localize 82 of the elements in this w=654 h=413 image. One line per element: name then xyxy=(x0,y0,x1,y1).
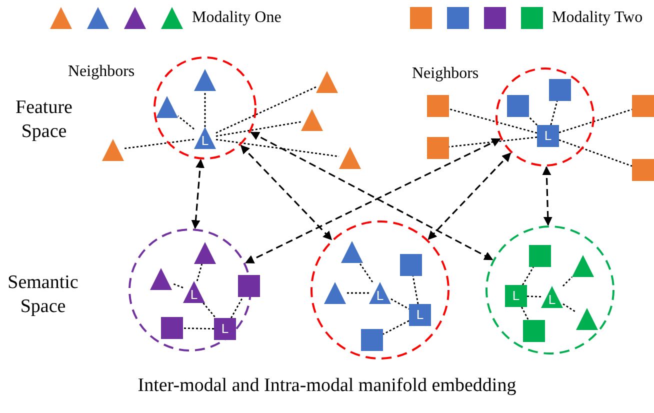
neighbor-link xyxy=(216,138,340,158)
triangle-marker xyxy=(194,69,216,91)
neighborhood-circle xyxy=(310,220,450,360)
neighbor-link xyxy=(178,115,194,130)
triangle-marker xyxy=(150,268,172,290)
square-marker xyxy=(549,79,571,101)
space-label: Feature Space xyxy=(14,96,74,144)
neighbor-link xyxy=(558,139,632,167)
triangle-marker xyxy=(156,96,178,118)
legend-label: Modality Two xyxy=(552,8,643,27)
triangle-marker xyxy=(576,308,598,330)
double-arrow xyxy=(191,158,205,230)
square-marker xyxy=(523,320,545,342)
neighbor-link xyxy=(562,303,576,313)
neighbor-link xyxy=(562,276,572,286)
neighbor-link xyxy=(448,136,538,148)
square-marker xyxy=(632,95,654,117)
neighbor-link xyxy=(124,138,194,150)
anchor-label: L xyxy=(511,289,521,303)
neighbor-link xyxy=(358,262,374,282)
triangle-marker xyxy=(194,242,216,264)
neighbor-link xyxy=(526,296,542,298)
square-marker xyxy=(361,329,383,351)
neighbor-link xyxy=(528,116,538,126)
neighbor-link xyxy=(558,108,632,134)
caption: Inter-modal and Intra-modal manifold embedding xyxy=(136,376,518,395)
triangle-marker xyxy=(324,282,346,304)
triangle-marker xyxy=(369,282,391,304)
neighbor-link xyxy=(202,302,216,318)
neighbor-link xyxy=(216,121,302,137)
square-marker xyxy=(427,95,449,117)
neighbor-link xyxy=(230,296,244,318)
anchor-label: L xyxy=(189,288,199,302)
square-marker xyxy=(400,254,422,276)
neighborhood-circle xyxy=(485,225,615,355)
triangle-marker xyxy=(183,281,205,303)
anchor-label: L xyxy=(543,129,553,143)
double-arrow xyxy=(542,166,552,226)
neighbor-link xyxy=(346,292,369,294)
neighbor-link xyxy=(521,306,529,320)
square-marker xyxy=(632,159,654,181)
neighbor-link xyxy=(172,282,184,288)
anchor-label: L xyxy=(375,289,385,303)
legend-label: Modality One xyxy=(192,8,282,27)
neighbor-link xyxy=(522,266,534,286)
neighbor-link xyxy=(448,108,538,134)
double-arrow xyxy=(240,144,332,240)
square-marker xyxy=(427,137,449,159)
double-arrow xyxy=(428,152,512,240)
neighbor-link xyxy=(390,298,410,310)
anchor-label: L xyxy=(200,134,210,148)
square-marker xyxy=(529,245,551,267)
triangle-marker xyxy=(572,255,594,277)
triangle-marker xyxy=(301,109,323,131)
square-marker xyxy=(214,318,236,340)
neighbor-link xyxy=(204,91,206,127)
neighbor-link xyxy=(182,328,214,330)
neighbor-link xyxy=(382,320,410,335)
triangle-marker xyxy=(339,147,361,169)
neighborhood-circle xyxy=(153,56,257,160)
anchor-label: L xyxy=(415,308,425,322)
triangle-marker xyxy=(541,286,563,308)
square-marker xyxy=(505,285,527,307)
square-marker xyxy=(507,95,529,117)
neighbor-link xyxy=(550,100,558,126)
triangle-marker xyxy=(102,139,124,161)
space-label: Semantic Space xyxy=(6,271,80,319)
neighbors-label: Neighbors xyxy=(68,62,135,81)
neighborhood-circle xyxy=(495,67,595,167)
triangle-marker xyxy=(194,127,216,149)
neighbor-link xyxy=(216,86,316,134)
neighbor-link xyxy=(412,276,419,304)
anchor-label: L xyxy=(547,293,557,307)
neighbor-link xyxy=(196,264,203,282)
square-marker xyxy=(537,125,559,147)
triangle-marker xyxy=(341,241,363,263)
square-marker xyxy=(238,275,260,297)
square-marker xyxy=(161,317,183,339)
anchor-label: L xyxy=(220,322,230,336)
neighbors-label: Neighbors xyxy=(412,64,479,83)
square-marker xyxy=(409,304,431,326)
triangle-marker xyxy=(316,71,338,93)
